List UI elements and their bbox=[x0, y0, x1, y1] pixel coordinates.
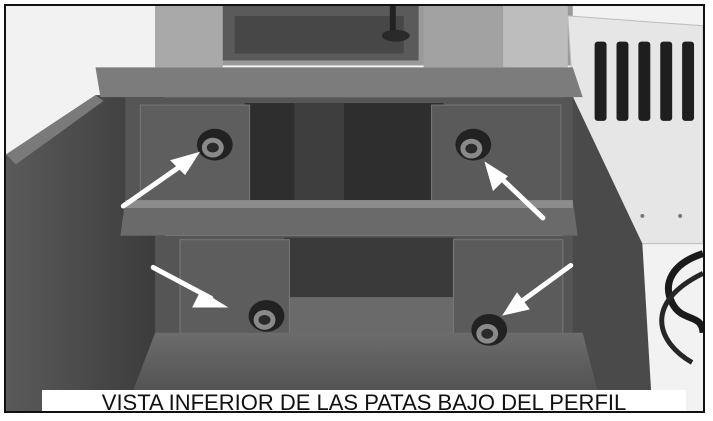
machine-base-photo bbox=[6, 6, 703, 411]
vent-slot bbox=[660, 41, 673, 121]
motor-cover-panel bbox=[567, 15, 703, 365]
vent-slot bbox=[682, 41, 695, 121]
arrow-pointer-icon bbox=[484, 161, 546, 221]
foot-bolt bbox=[471, 313, 508, 346]
vent-slot bbox=[616, 41, 629, 121]
arrow-pointer-icon bbox=[120, 151, 201, 209]
foot-bolt bbox=[455, 128, 492, 161]
foot-bolt bbox=[196, 128, 233, 161]
foot-bolt bbox=[248, 300, 285, 332]
vent-slot bbox=[638, 41, 651, 121]
arrow-pointer-icon bbox=[150, 264, 229, 308]
arrow-pointer-icon bbox=[502, 262, 574, 316]
base-frame bbox=[6, 67, 653, 411]
figure-caption: VISTA INFERIOR DE LAS PATAS BAJO DEL PER… bbox=[42, 390, 686, 411]
figure-frame: VISTA INFERIOR DE LAS PATAS BAJO DEL PER… bbox=[4, 4, 705, 413]
top-mechanism bbox=[155, 6, 573, 68]
vent-slot bbox=[594, 41, 607, 121]
